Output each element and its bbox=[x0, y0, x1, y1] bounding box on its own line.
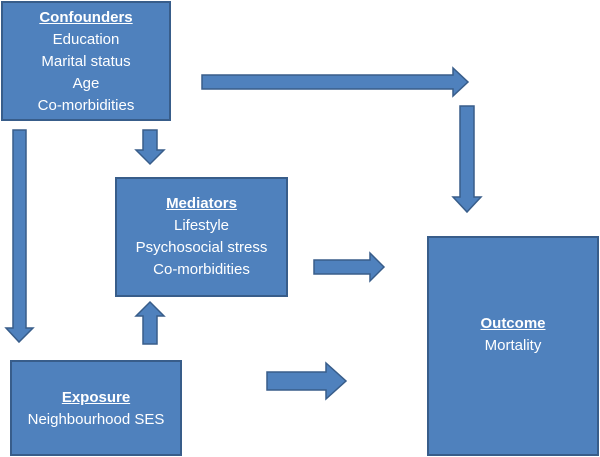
mediator-item: Psychosocial stress bbox=[135, 239, 268, 256]
exposure-item: Neighbourhood SES bbox=[27, 411, 165, 428]
mediator-item: Lifestyle bbox=[173, 217, 230, 234]
outcome-heading: Outcome bbox=[480, 315, 546, 332]
arrow-mediators-to-outcome bbox=[313, 251, 386, 283]
confounder-item: Education bbox=[52, 31, 120, 48]
mediator-item: Co-morbidities bbox=[153, 261, 250, 278]
arrow-down-to-outcome bbox=[451, 105, 483, 214]
confounder-item: Marital status bbox=[41, 53, 131, 70]
arrow-confounders-to-outcome bbox=[201, 66, 470, 98]
outcome-item: Mortality bbox=[484, 337, 542, 354]
mediators-heading: Mediators bbox=[166, 195, 237, 212]
mediators-box: Mediators Lifestyle Psychosocial stress … bbox=[115, 177, 288, 297]
confounders-heading: Confounders bbox=[39, 9, 133, 26]
confounders-box: Confounders Education Marital status Age… bbox=[1, 1, 171, 121]
confounder-item: Age bbox=[72, 75, 100, 92]
arrow-exposure-to-mediators bbox=[134, 300, 166, 345]
outcome-box: Outcome Mortality bbox=[427, 236, 599, 456]
arrow-confounders-to-mediators bbox=[134, 129, 166, 166]
arrow-confounders-to-exposure bbox=[4, 129, 35, 344]
arrow-exposure-to-outcome bbox=[266, 361, 348, 401]
exposure-box: Exposure Neighbourhood SES bbox=[10, 360, 182, 456]
confounder-item: Co-morbidities bbox=[37, 97, 135, 114]
exposure-heading: Exposure bbox=[61, 389, 131, 406]
